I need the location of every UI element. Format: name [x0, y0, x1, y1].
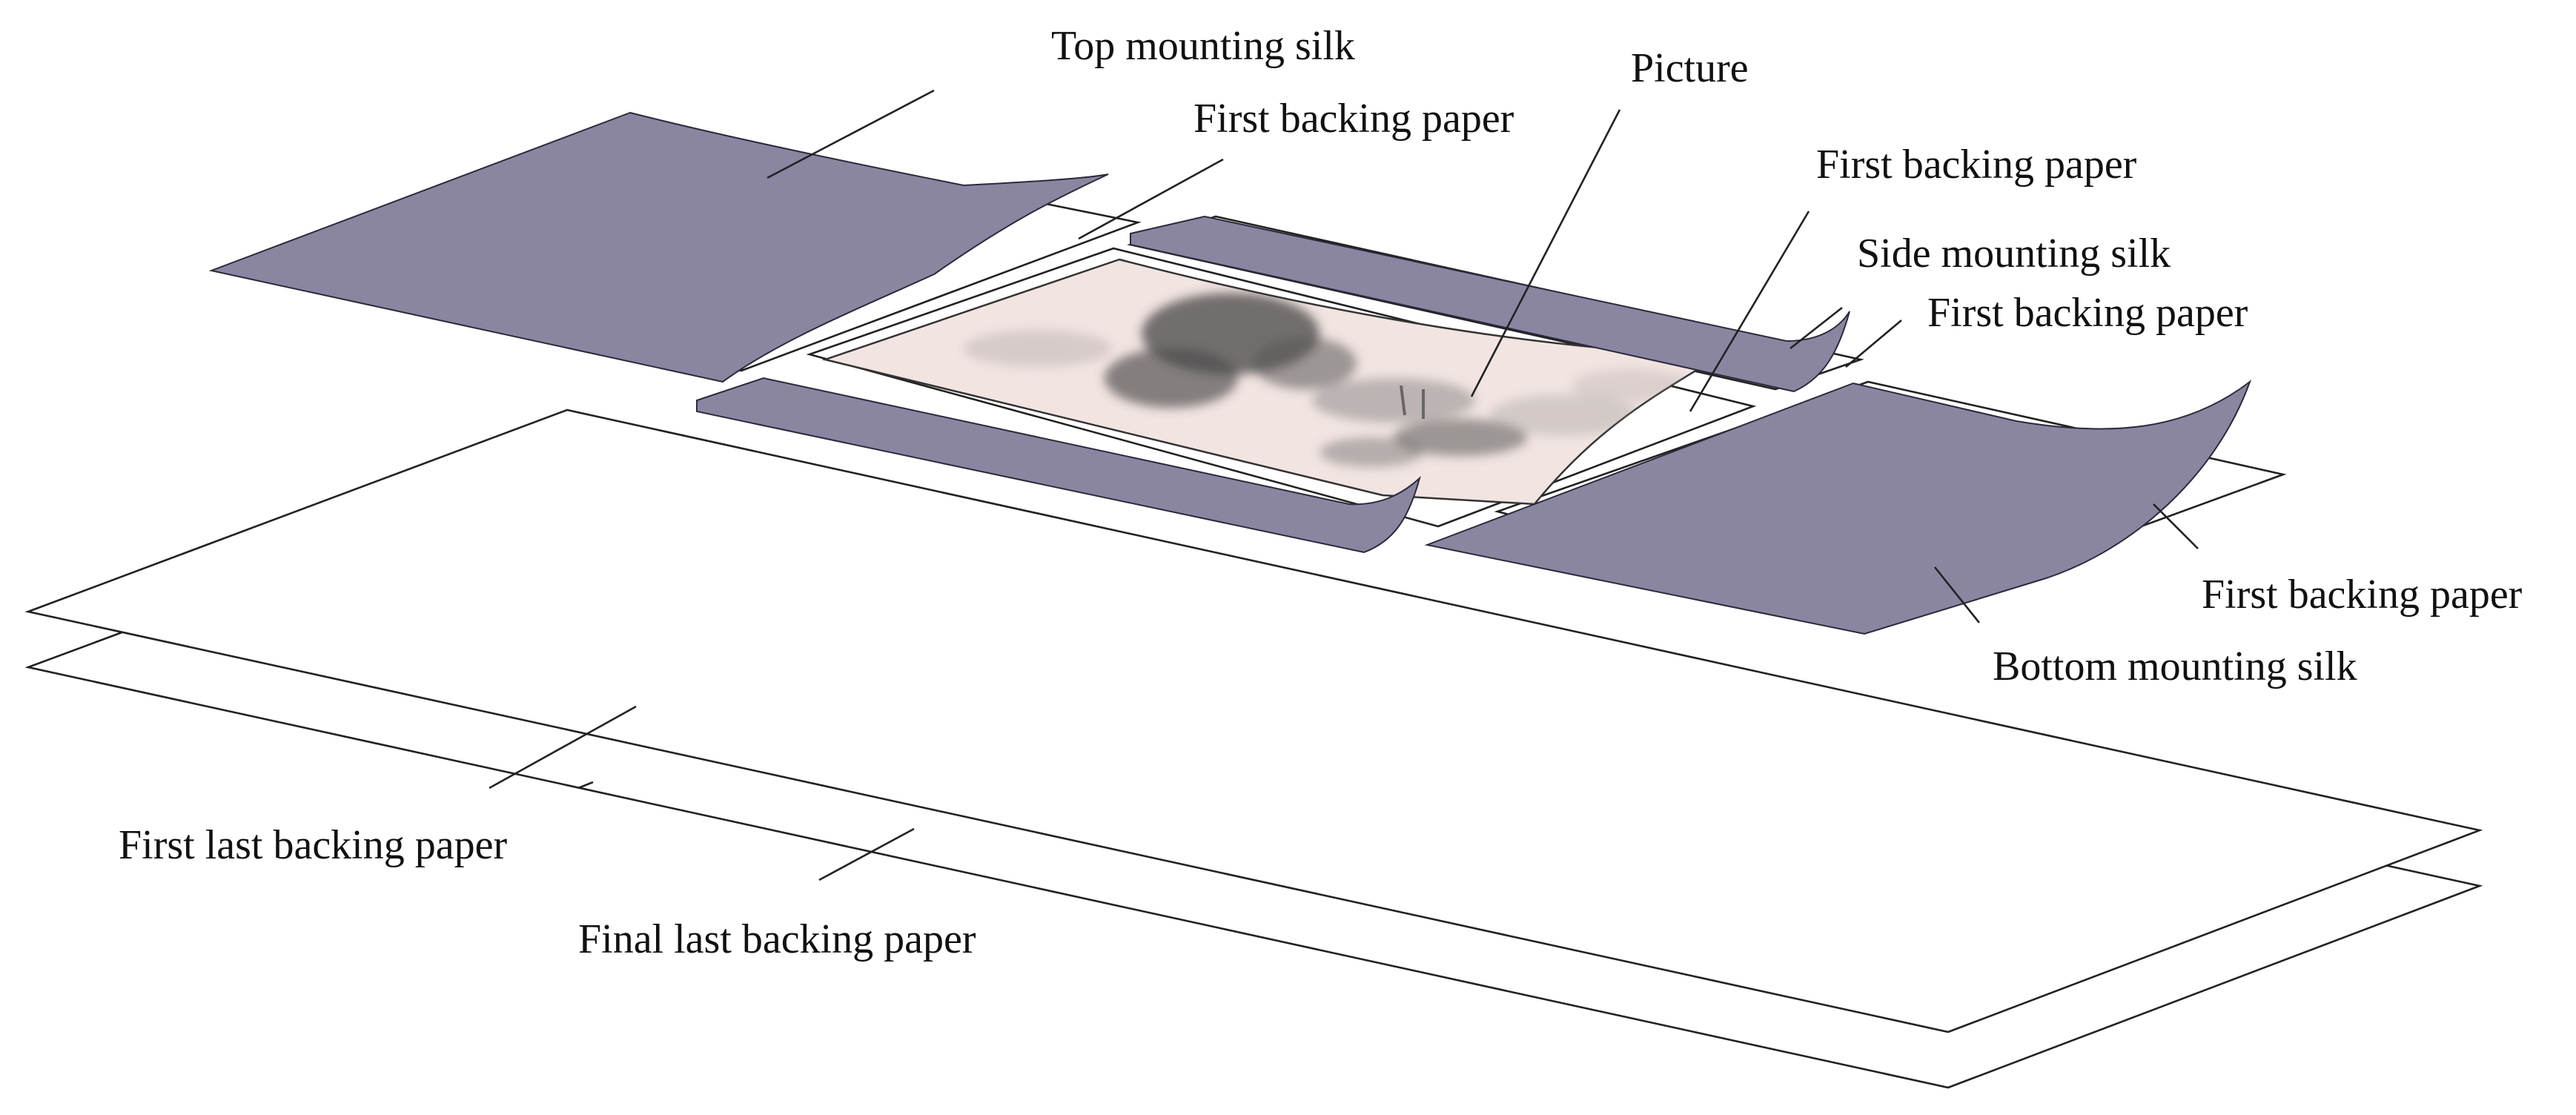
label-first-backing-paper-top: First backing paper	[1193, 96, 1514, 142]
label-top-mounting-silk: Top mounting silk	[1051, 23, 1355, 69]
label-first-last-backing-paper: First last backing paper	[119, 822, 507, 868]
leader-first-last-backing-paper-a	[489, 705, 637, 790]
leader-first-backing-paper-right-top	[1689, 211, 1810, 412]
label-first-backing-paper-side: First backing paper	[1927, 290, 2248, 336]
bottom-mounting-silk	[1424, 380, 2252, 635]
label-first-backing-paper-right: First backing paper	[2202, 572, 2523, 618]
side-mounting-silk-upper	[1130, 215, 1850, 393]
leader-top-mounting-silk	[766, 89, 935, 179]
leader-first-backing-paper-side	[1845, 320, 1902, 368]
label-picture: Picture	[1631, 45, 1749, 91]
label-final-last-backing-paper: Final last backing paper	[578, 916, 976, 962]
first-last-backing-paper-sheet	[24, 408, 2483, 1033]
leader-first-last-backing-paper-b	[577, 781, 594, 790]
label-first-backing-paper-right-top: First backing paper	[1816, 142, 2137, 188]
leader-picture	[1470, 109, 1621, 397]
side-mounting-silk-lower	[696, 377, 1421, 554]
top-mounting-silk	[208, 111, 1109, 383]
leader-final-last-backing-paper	[818, 827, 915, 881]
leader-bottom-mounting-silk	[1933, 566, 1981, 623]
label-side-mounting-silk: Side mounting silk	[1857, 231, 2171, 277]
leader-side-mounting-silk	[1789, 306, 1843, 350]
leader-first-backing-paper-right	[2153, 503, 2199, 549]
label-bottom-mounting-silk: Bottom mounting silk	[1993, 643, 2357, 689]
leader-first-backing-paper-top	[1078, 158, 1224, 240]
